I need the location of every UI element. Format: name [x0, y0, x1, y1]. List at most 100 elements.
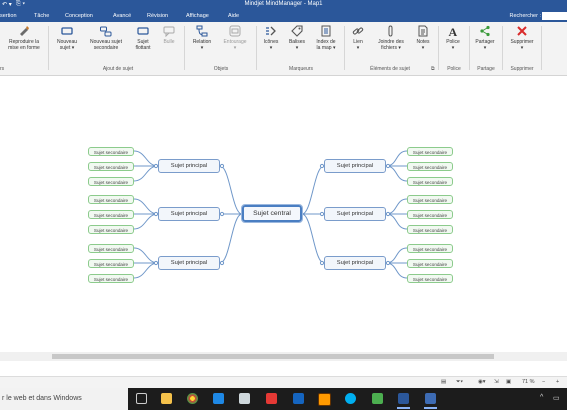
- connector-central-main: [301, 165, 325, 215]
- icons-button[interactable]: Icônes ▾: [259, 25, 283, 51]
- delete-button[interactable]: Supprimer ▾: [505, 25, 539, 51]
- main-topic-left[interactable]: Sujet principal: [158, 207, 220, 221]
- secondary-topic-right[interactable]: Sujet secondaire: [407, 258, 453, 268]
- secondary-topic-left[interactable]: Sujet secondaire: [88, 176, 134, 186]
- map-index-label: Index de la map ▾: [316, 39, 336, 51]
- tab-avance[interactable]: Avancé: [113, 13, 132, 19]
- horizontal-scrollbar[interactable]: [0, 352, 567, 361]
- callout-label: Bulle: [163, 39, 175, 45]
- main-topic-right[interactable]: Sujet principal: [324, 159, 386, 173]
- main-topic-left[interactable]: Sujet principal: [158, 159, 220, 173]
- connector-main-secondary: [385, 165, 408, 182]
- zoom-level: 71 %: [522, 379, 535, 385]
- notes-label: Notes ▾: [416, 39, 430, 51]
- edge-icon[interactable]: [213, 393, 224, 404]
- store-icon[interactable]: [239, 393, 250, 404]
- secondary-topic-right[interactable]: Sujet secondaire: [407, 146, 453, 156]
- mindmanager-window-icon[interactable]: [424, 393, 437, 409]
- main-topic-right[interactable]: Sujet principal: [324, 207, 386, 221]
- zoom-in-icon[interactable]: +: [556, 379, 560, 385]
- mindmanager-icon[interactable]: [266, 393, 277, 404]
- connector-dot: [319, 211, 325, 217]
- connector-main-secondary: [133, 150, 159, 167]
- format-painter-button[interactable]: Reproduire la mise en forme: [2, 25, 46, 51]
- icons-label: Icônes ▾: [263, 39, 279, 51]
- floating-topic-button[interactable]: Sujet flottant: [129, 25, 157, 51]
- secondary-topic-left[interactable]: Sujet secondaire: [88, 209, 134, 219]
- new-subtopic-label: Nouveau sujet secondaire: [90, 39, 122, 51]
- window-title: Mindjet MindManager - Map1: [244, 1, 323, 7]
- dialog-launcher-icon[interactable]: ⧉: [431, 66, 435, 72]
- secondary-topic-left[interactable]: Sujet secondaire: [88, 273, 134, 283]
- secondary-topic-left[interactable]: Sujet secondaire: [88, 258, 134, 268]
- secondary-topic-right[interactable]: Sujet secondaire: [407, 224, 453, 234]
- central-topic[interactable]: Sujet central: [241, 204, 303, 223]
- attach-files-label: Joindre des fichiers ▾: [378, 39, 404, 51]
- connector-main-secondary: [385, 213, 408, 230]
- connector-dot: [385, 260, 391, 266]
- filter-icon[interactable]: ⏷▾: [456, 379, 464, 385]
- font-button[interactable]: A Police ▾: [441, 25, 465, 51]
- new-subtopic-button[interactable]: Nouveau sujet secondaire: [85, 25, 127, 51]
- layout-icon[interactable]: ⎘ ▾: [16, 1, 25, 7]
- brush-icon: [20, 26, 29, 36]
- word-icon[interactable]: [397, 393, 410, 409]
- secondary-topic-right[interactable]: Sujet secondaire: [407, 209, 453, 219]
- callout-button[interactable]: Bulle: [158, 25, 180, 45]
- tray-chevron-icon[interactable]: ^: [540, 394, 544, 401]
- app-icon[interactable]: [372, 393, 383, 404]
- page-layout-icon[interactable]: ▤: [441, 379, 447, 385]
- connector-main-secondary: [385, 198, 408, 215]
- main-topic-left[interactable]: Sujet principal: [158, 256, 220, 270]
- secondary-topic-left[interactable]: Sujet secondaire: [88, 146, 134, 156]
- relationship-button[interactable]: Relation ▾: [188, 25, 216, 51]
- secondary-topic-right[interactable]: Sujet secondaire: [407, 194, 453, 204]
- share-button[interactable]: Partager ▾: [472, 25, 498, 51]
- tab-conception[interactable]: Conception: [65, 13, 93, 19]
- expand-icon[interactable]: ⇲: [494, 379, 499, 385]
- undo-icon[interactable]: ↶ ▾: [2, 2, 12, 8]
- map-index-button[interactable]: Index de la map ▾: [311, 25, 341, 51]
- font-label: Police ▾: [446, 39, 460, 51]
- show-hide-icon[interactable]: ◉▾: [478, 379, 486, 385]
- group-separator: [502, 26, 503, 70]
- tags-button[interactable]: Balises ▾: [285, 25, 309, 51]
- main-topic-right[interactable]: Sujet principal: [324, 256, 386, 270]
- connector-dot: [385, 211, 391, 217]
- new-topic-button[interactable]: Nouveau sujet ▾: [52, 25, 82, 51]
- fit-map-icon[interactable]: ▣: [506, 379, 512, 385]
- outlook-icon[interactable]: [293, 393, 304, 404]
- secondary-topic-left[interactable]: Sujet secondaire: [88, 194, 134, 204]
- secondary-topic-left[interactable]: Sujet secondaire: [88, 224, 134, 234]
- group-label-font: Police: [447, 66, 461, 72]
- network-icon[interactable]: ▭: [553, 395, 560, 402]
- tab-tache[interactable]: Tâche: [34, 13, 50, 19]
- tab-aide[interactable]: Aide: [228, 13, 240, 19]
- tab-affichage[interactable]: Affichage: [186, 13, 209, 19]
- group-label-objects: Objets: [213, 66, 229, 72]
- secondary-topic-right[interactable]: Sujet secondaire: [407, 273, 453, 283]
- illustrator-icon[interactable]: [318, 393, 331, 406]
- scrollbar-thumb[interactable]: [52, 354, 494, 359]
- tab-revision[interactable]: Révision: [147, 13, 169, 19]
- secondary-topic-right[interactable]: Sujet secondaire: [407, 161, 453, 171]
- search-input[interactable]: [542, 12, 567, 20]
- skype-icon[interactable]: [345, 393, 356, 404]
- notes-button[interactable]: Notes ▾: [412, 25, 434, 51]
- file-explorer-icon[interactable]: [161, 393, 172, 404]
- chrome-icon[interactable]: [187, 393, 198, 404]
- group-separator: [48, 26, 49, 70]
- zoom-out-icon[interactable]: −: [542, 379, 546, 385]
- boundary-button[interactable]: Entourage ▾: [218, 25, 252, 51]
- tab-insertion[interactable]: sertion: [0, 13, 17, 19]
- secondary-topic-left[interactable]: Sujet secondaire: [88, 243, 134, 253]
- taskbar-search-box[interactable]: r le web et dans Windows: [0, 388, 128, 410]
- task-view-icon[interactable]: [136, 393, 147, 404]
- link-button[interactable]: Lien ▾: [347, 25, 369, 51]
- secondary-topic-right[interactable]: Sujet secondaire: [407, 176, 453, 186]
- secondary-topic-right[interactable]: Sujet secondaire: [407, 243, 453, 253]
- attach-files-button[interactable]: Joindre des fichiers ▾: [371, 25, 411, 51]
- secondary-topic-left[interactable]: Sujet secondaire: [88, 161, 134, 171]
- connector-dot: [219, 260, 225, 266]
